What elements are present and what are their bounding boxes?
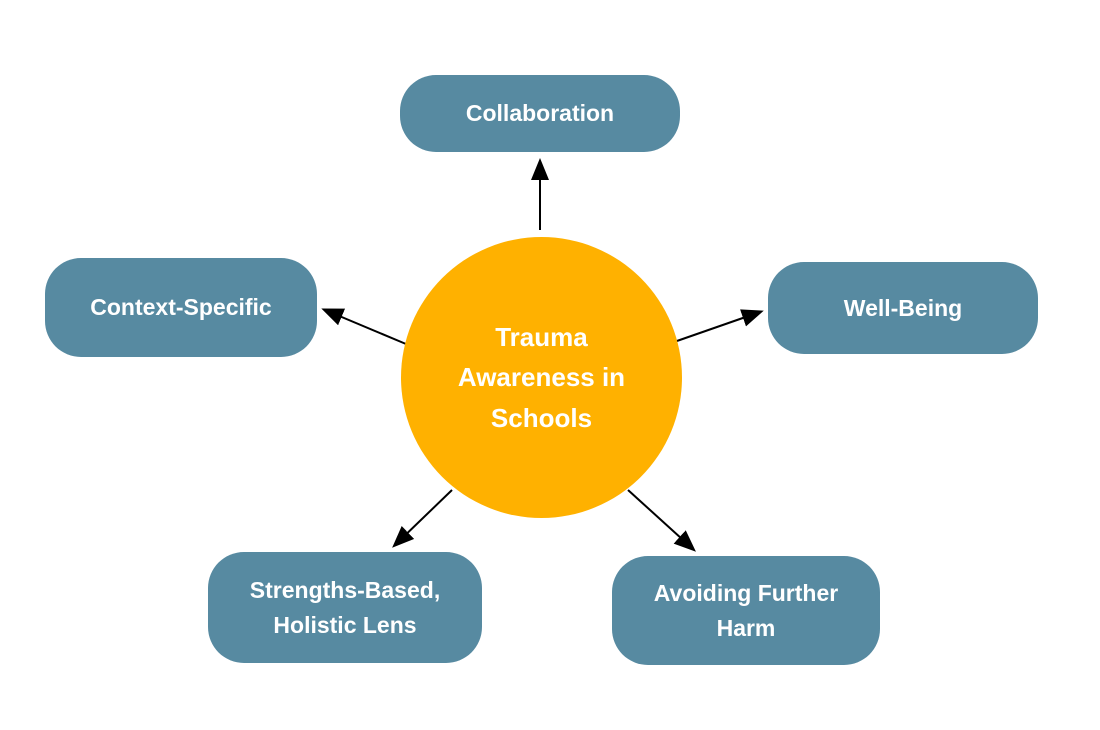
center-node-label: Trauma Awareness in Schools [457, 322, 626, 433]
arrow-to-avoiding-harm [627, 489, 696, 552]
node-well-being: Well-Being [768, 262, 1038, 354]
node-avoiding-harm: Avoiding Further Harm [612, 556, 880, 665]
node-avoiding-harm-label: Avoiding Further Harm [653, 580, 839, 641]
arrow-to-strengths-based [392, 489, 453, 548]
node-strengths-based-label: Strengths-Based, Holistic Lens [249, 577, 441, 638]
node-collaboration: Collaboration [400, 75, 680, 152]
node-well-being-label: Well-Being [843, 294, 963, 321]
node-context-specific: Context-Specific [45, 258, 317, 357]
node-collaboration-label: Collaboration [465, 100, 615, 127]
node-strengths-based: Strengths-Based, Holistic Lens [208, 552, 482, 663]
arrow-to-well-being [673, 309, 764, 343]
arrow-to-context-specific [321, 308, 407, 345]
node-context-specific-label: Context-Specific [90, 294, 272, 321]
center-node-trauma-awareness: Trauma Awareness in Schools [401, 237, 682, 518]
